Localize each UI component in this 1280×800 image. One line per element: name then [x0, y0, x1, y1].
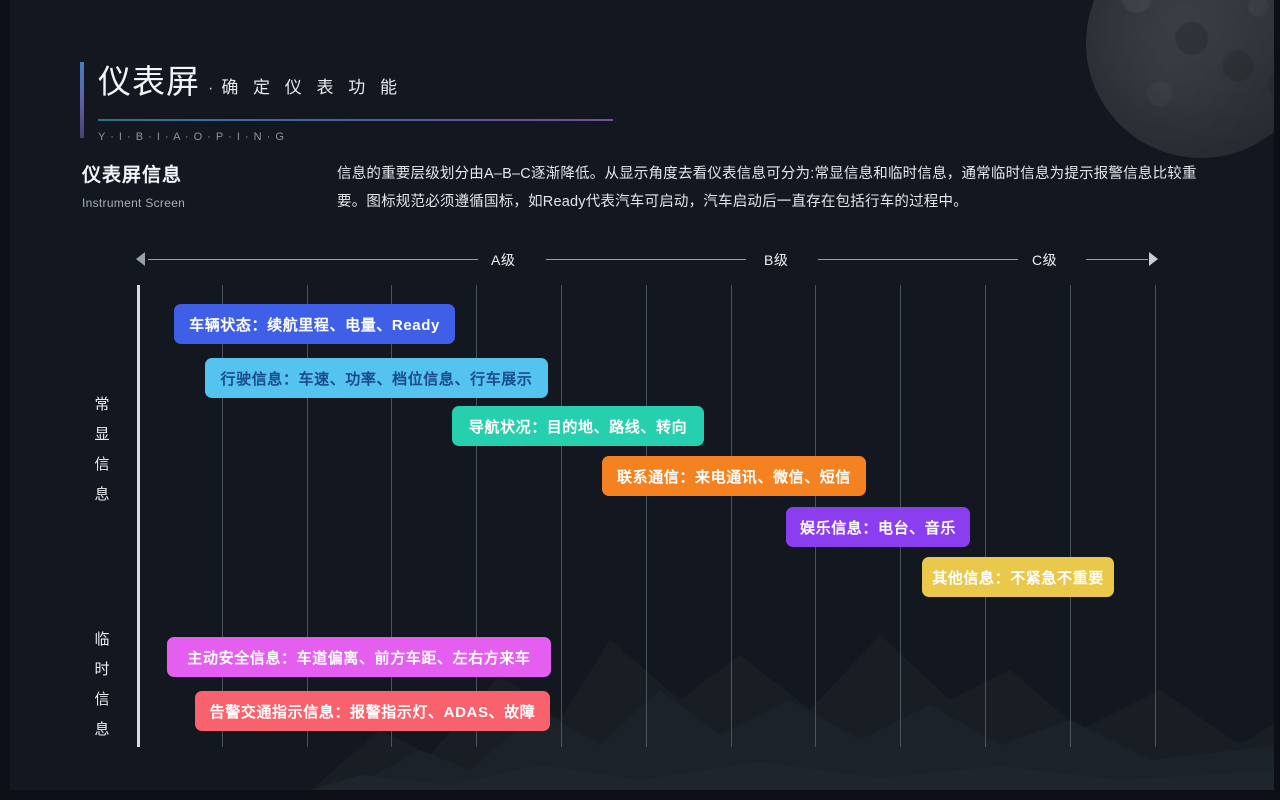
gridline-11 [1070, 285, 1071, 747]
title-separator-dot: · [208, 80, 214, 97]
gridline-10 [985, 285, 986, 747]
side-label-temporary-c0: 临 [94, 631, 112, 648]
intro-body-text: 信息的重要层级划分由A–B–C逐渐降低。从显示角度去看仪表信息可分为:常显信息和… [337, 166, 1197, 210]
gridline-5 [561, 285, 562, 747]
side-label-persistent-c2: 信 [94, 456, 112, 473]
side-label-persistent-c0: 常 [94, 396, 112, 413]
scale-label-b: B级 [764, 252, 789, 268]
scale-right-arrow-icon [1149, 252, 1158, 266]
gridline-4 [476, 285, 477, 747]
title-pinyin: Y · I · B · I · A · O · P · I · N · G [98, 131, 285, 143]
side-label-persistent-c1: 显 [94, 426, 112, 443]
gridline-7 [731, 285, 732, 747]
chart-bar[interactable]: 主动安全信息：车道偏离、前方车距、左右方来车 [167, 637, 551, 677]
header-accent-bar [80, 62, 84, 138]
gridline-3 [391, 285, 392, 747]
scale-segment-1 [148, 259, 478, 260]
frame-edge-bottom [0, 790, 1280, 800]
chart-level-scale: A级 B级 C级 [136, 252, 1158, 268]
page-subtitle: 确 定 仪 表 功 能 [221, 78, 402, 97]
scale-segment-4 [1086, 259, 1148, 260]
chart-y-axis [137, 285, 140, 747]
intro-heading-cn: 仪表屏信息 [82, 165, 183, 186]
side-label-temporary: 临 时 信 息 [92, 625, 114, 745]
frame-edge-left [0, 0, 10, 800]
chart-bar[interactable]: 车辆状态：续航里程、电量、Ready [174, 304, 455, 344]
scale-segment-3 [818, 259, 1018, 260]
frame-edge-right [1274, 0, 1280, 800]
scale-left-arrow-icon [136, 252, 145, 266]
page-title: 仪表屏 [98, 63, 200, 100]
side-label-persistent: 常 显 信 息 [92, 390, 114, 510]
side-label-persistent-c3: 息 [94, 486, 112, 503]
gridline-12 [1155, 285, 1156, 747]
title-row: 仪表屏 · 确 定 仪 表 功 能 [80, 62, 613, 112]
side-label-temporary-c2: 信 [94, 691, 112, 708]
chart-bar[interactable]: 行驶信息：车速、功率、档位信息、行车展示 [205, 358, 548, 398]
intro-section: 仪表屏信息 Instrument Screen 信息的重要层级划分由A–B–C逐… [82, 160, 1212, 216]
chart-bar[interactable]: 联系通信：来电通讯、微信、短信 [602, 456, 866, 496]
gridline-2 [307, 285, 308, 747]
scale-segment-2 [546, 259, 746, 260]
chart-bar[interactable]: 其他信息：不紧急不重要 [922, 557, 1114, 597]
gridline-1 [222, 285, 223, 747]
chart-bar[interactable]: 娱乐信息：电台、音乐 [786, 507, 970, 547]
side-label-temporary-c1: 时 [94, 661, 112, 678]
chart-bar[interactable]: 导航状况：目的地、路线、转向 [452, 406, 704, 446]
chart-bar[interactable]: 告警交通指示信息：报警指示灯、ADAS、故障 [195, 691, 550, 731]
title-divider [98, 119, 613, 121]
slide-header: 仪表屏 · 确 定 仪 表 功 能 Y · I · B · I · A · O … [80, 62, 613, 143]
scale-label-c: C级 [1032, 252, 1058, 268]
intro-heading-block: 仪表屏信息 Instrument Screen [82, 160, 337, 216]
gridline-6 [646, 285, 647, 747]
side-label-temporary-c3: 息 [94, 721, 112, 738]
scale-label-a: A级 [491, 252, 516, 268]
intro-heading-en: Instrument Screen [82, 196, 186, 210]
